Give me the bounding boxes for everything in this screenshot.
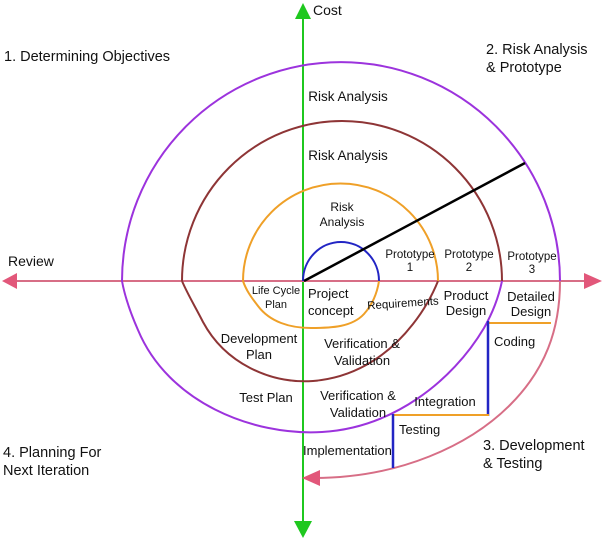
verification-validation-1-line1: Verification &	[324, 336, 400, 351]
quadrant-3-label: 3. Development & Testing	[483, 437, 585, 473]
risk-analysis-inner-line2: Analysis	[319, 215, 365, 229]
prototype-3-label: Prototype 3	[507, 251, 556, 277]
prototype-2-line2: 2	[465, 262, 473, 274]
product-design-line1: Product	[443, 288, 489, 303]
prototype-2-label: Prototype 2	[444, 249, 493, 275]
development-plan-line2: Plan	[245, 347, 273, 362]
prototype-3-line1: Prototype	[507, 251, 557, 263]
prototype-1-label: Prototype 1	[385, 249, 434, 275]
spiral-turn4-lower-purple	[121, 280, 503, 434]
detailed-design-label: Detailed Design	[507, 289, 555, 319]
spiral-turn3-lower-dark-red	[181, 280, 439, 383]
quadrant-3-line1: 3. Development	[483, 438, 585, 454]
testing-label: Testing	[399, 422, 441, 437]
spiral-turn2-upper-orange	[242, 182, 439, 282]
life-cycle-plan-line2: Plan	[264, 299, 288, 311]
project-concept-line2: concept	[308, 302, 354, 318]
development-plan-label: Development Plan	[221, 331, 298, 363]
quadrant-2-line1: 2. Risk Analysis	[486, 42, 588, 58]
radial-divider-line	[303, 161, 526, 283]
project-concept-label: Project concept	[308, 286, 354, 319]
quadrant-4-line2: Next Iteration	[3, 463, 90, 479]
spiral-turn2-lower-orange	[242, 280, 380, 330]
cost-axis-arrow-down-icon	[294, 521, 312, 538]
detailed-design-line1: Detailed	[507, 289, 555, 304]
quadrant-4-label: 4. Planning For Next Iteration	[3, 444, 101, 480]
quadrant-4-line1: 4. Planning For	[3, 445, 102, 461]
test-plan-label: Test Plan	[239, 390, 293, 405]
prototype-1-line1: Prototype	[385, 249, 435, 261]
review-axis-arrow-right-icon	[584, 273, 602, 289]
prototype-3-line2: 3	[528, 264, 536, 276]
verification-validation-2-line2: Validation	[329, 404, 387, 420]
spiral-turn3-upper-dark-red	[181, 120, 503, 282]
spiral-turn1-upper-blue	[302, 241, 380, 282]
integration-label: Integration	[414, 394, 476, 409]
review-axis-label: Review	[8, 253, 54, 269]
quadrant-1-line1: 1. Determining Objectives	[4, 49, 171, 65]
quadrant-2-line2: & Prototype	[486, 60, 562, 76]
product-design-label: Product Design	[444, 288, 489, 318]
verification-validation-2-line1: Verification &	[320, 388, 396, 403]
life-cycle-plan-label: Life Cycle Plan	[252, 284, 300, 312]
development-plan-line1: Development	[220, 331, 298, 346]
product-design-line2: Design	[445, 303, 487, 318]
spiral-exit-arrow-left-icon	[302, 470, 320, 486]
verification-validation-1-line2: Validation	[333, 352, 391, 368]
spiral-turn5-exit-rose	[313, 280, 561, 479]
risk-analysis-middle-label: Risk Analysis	[308, 148, 388, 163]
cost-axis-arrow-up-icon	[295, 3, 311, 19]
quadrant-1-label: 1. Determining Objectives	[4, 48, 170, 66]
prototype-2-line1: Prototype	[444, 249, 494, 261]
risk-analysis-inner-line1: Risk	[330, 200, 354, 214]
verification-validation-2-label: Verification & Validation	[320, 388, 396, 421]
risk-analysis-outer-label: Risk Analysis	[308, 89, 388, 104]
detailed-design-line2: Design	[510, 304, 552, 319]
quadrant-2-label: 2. Risk Analysis & Prototype	[486, 41, 588, 77]
review-axis-arrow-left-icon	[2, 273, 17, 289]
cost-axis-label: Cost	[313, 2, 342, 18]
implementation-label: Implementation	[303, 443, 392, 458]
verification-validation-1-label: Verification & Validation	[324, 336, 400, 369]
spiral-turn4-upper-purple	[121, 61, 561, 282]
prototype-1-line2: 1	[406, 262, 414, 274]
quadrant-3-line2: & Testing	[483, 456, 543, 472]
coding-label: Coding	[494, 334, 536, 349]
life-cycle-plan-line1: Life Cycle	[251, 285, 301, 297]
risk-analysis-inner-label: Risk Analysis	[320, 200, 365, 230]
project-concept-line1: Project	[308, 286, 349, 301]
